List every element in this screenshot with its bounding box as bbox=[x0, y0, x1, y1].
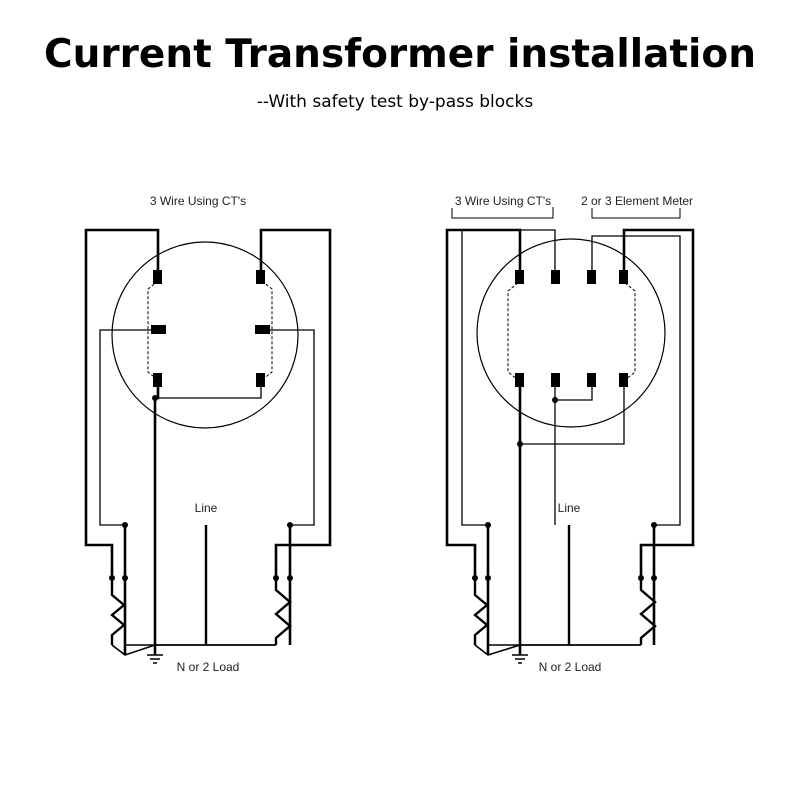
right-wire-bottom-link bbox=[554, 385, 593, 401]
right-junction-dot bbox=[472, 575, 478, 581]
right-junction-dot bbox=[651, 522, 657, 528]
left-terminal-1 bbox=[153, 270, 162, 284]
left-junction-dot bbox=[109, 575, 115, 581]
right-terminal-1 bbox=[515, 270, 524, 284]
left-terminal-2 bbox=[256, 270, 265, 284]
left-terminal-6 bbox=[256, 373, 265, 387]
right-ct-coil-left bbox=[473, 578, 489, 645]
left-terminal-3 bbox=[151, 325, 166, 334]
left-ct-coil-left bbox=[110, 578, 126, 645]
left-diagram: 3 Wire Using CT's Line N or 2 Load bbox=[84, 194, 332, 674]
right-wire-common bbox=[520, 385, 625, 445]
left-label-bottom: N or 2 Load bbox=[177, 660, 240, 674]
right-dashed-right bbox=[624, 282, 636, 381]
right-junction-dot bbox=[485, 522, 491, 528]
right-diagram: 3 Wire Using CT's 2 or 3 Element Meter bbox=[445, 194, 695, 674]
left-junction-dot bbox=[122, 575, 128, 581]
right-terminal-5 bbox=[515, 373, 524, 387]
left-wire-neutral bbox=[153, 385, 160, 655]
right-label-top: 3 Wire Using CT's bbox=[455, 194, 551, 208]
left-junction-dot bbox=[287, 575, 293, 581]
right-junction-dot bbox=[638, 575, 644, 581]
left-wire-coil-left bbox=[99, 329, 158, 526]
left-label-line: Line bbox=[195, 501, 218, 515]
right-label-meter: 2 or 3 Element Meter bbox=[581, 194, 693, 208]
left-label-top: 3 Wire Using CT's bbox=[150, 194, 246, 208]
right-label-line: Line bbox=[558, 501, 581, 515]
right-ct-coil-right bbox=[639, 578, 657, 645]
right-junction-dot bbox=[651, 575, 657, 581]
left-junction-dot bbox=[152, 395, 158, 401]
left-junction-dot bbox=[273, 575, 279, 581]
left-ground-icon bbox=[147, 654, 163, 664]
right-junction-dot bbox=[552, 397, 558, 403]
left-wire-outer-right bbox=[259, 228, 332, 578]
right-terminal-6 bbox=[551, 373, 560, 387]
right-leader-right bbox=[591, 208, 681, 219]
right-terminal-2 bbox=[551, 270, 560, 284]
left-terminal-5 bbox=[153, 373, 162, 387]
left-terminal-4 bbox=[255, 325, 270, 334]
left-junction-dot bbox=[287, 522, 293, 528]
left-meter-circle bbox=[111, 241, 299, 429]
left-junction-dot bbox=[122, 522, 128, 528]
page-subtitle: --With safety test by-pass blocks bbox=[256, 92, 534, 112]
right-junction-dot bbox=[517, 441, 523, 447]
right-wire-coil-right bbox=[591, 235, 681, 526]
right-ground-icon bbox=[512, 654, 528, 664]
right-wire-coil-left bbox=[461, 229, 556, 526]
right-label-bottom: N or 2 Load bbox=[539, 660, 602, 674]
right-meter-circle bbox=[476, 238, 666, 428]
right-wire-outer-left bbox=[445, 228, 522, 578]
left-wire-common bbox=[155, 385, 262, 399]
right-terminal-8 bbox=[619, 373, 628, 387]
page-title: Current Transformer installation bbox=[44, 32, 756, 77]
left-load-bus bbox=[111, 644, 276, 656]
right-dashed-left bbox=[507, 282, 519, 381]
right-wire-outer-right bbox=[622, 228, 695, 578]
right-terminal-7 bbox=[587, 373, 596, 387]
right-leader-left bbox=[451, 207, 554, 219]
right-terminal-3 bbox=[587, 270, 596, 284]
left-wire-outer-left bbox=[84, 228, 160, 578]
left-dashed-right bbox=[261, 280, 273, 381]
right-terminal-4 bbox=[619, 270, 628, 284]
right-junction-dot bbox=[485, 575, 491, 581]
left-ct-coil-right bbox=[274, 578, 292, 645]
left-wire-coil-right bbox=[262, 329, 315, 526]
right-load-bus bbox=[474, 644, 641, 656]
